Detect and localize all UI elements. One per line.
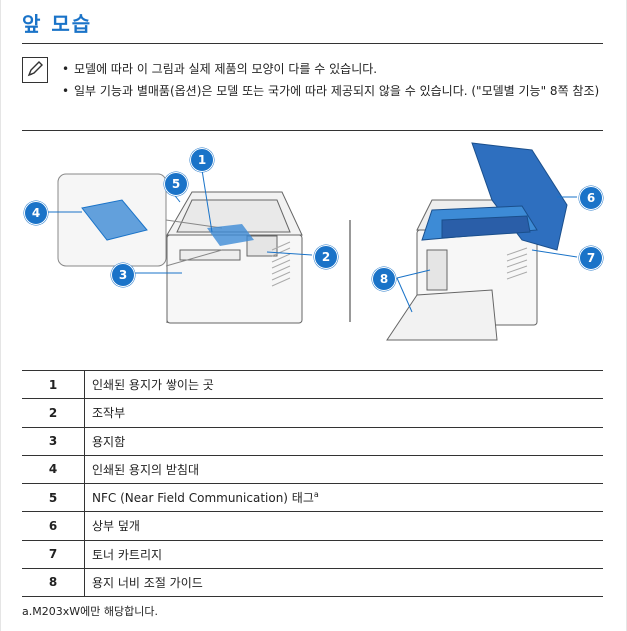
parts-legend-table: 1 인쇄된 용지가 쌓이는 곳 2 조작부 3 용지함 4 인쇄된 용지의 받침…: [22, 369, 603, 598]
table-row: 1 인쇄된 용지가 쌓이는 곳: [22, 369, 603, 400]
note-item: 일부 기능과 별매품(옵션)은 모델 또는 국가에 따라 제공되지 않을 수 있…: [60, 83, 605, 99]
footnote: a.M203xW에만 해당합니다.: [22, 605, 158, 618]
legend-number: 2: [22, 398, 85, 428]
callout-6: 6: [579, 186, 603, 210]
page-title: 앞 모습: [22, 12, 93, 36]
printer-illustration: 1 5 4 3 2 6 7 8: [22, 140, 603, 360]
callout-4: 4: [24, 201, 48, 225]
legend-number: 7: [22, 540, 85, 569]
table-row: 6 상부 덮개: [22, 511, 603, 541]
callout-2: 2: [314, 245, 338, 269]
callout-7: 7: [579, 246, 603, 270]
legend-description: 용지 너비 조절 가이드: [84, 568, 603, 598]
note-item: 모델에 따라 이 그림과 실제 제품의 모양이 다를 수 있습니다.: [60, 61, 605, 77]
legend-description: 용지함: [84, 427, 603, 456]
legend-description: 인쇄된 용지가 쌓이는 곳: [84, 369, 603, 400]
legend-description: NFC (Near Field Communication) 태그a: [84, 483, 603, 513]
printer-drawing: [48, 142, 578, 341]
legend-number: 3: [22, 427, 85, 456]
legend-description: 조작부: [84, 398, 603, 428]
table-row: 4 인쇄된 용지의 받침대: [22, 455, 603, 485]
callout-5: 5: [164, 172, 188, 196]
table-row: 7 토너 카트리지: [22, 540, 603, 569]
legend-number: 1: [22, 369, 85, 400]
legend-number: 6: [22, 511, 85, 541]
notes-rule: [22, 130, 603, 131]
pencil-note-icon: [22, 57, 48, 83]
table-row: 3 용지함: [22, 427, 603, 456]
legend-number: 5: [22, 483, 85, 513]
legend-description: 토너 카트리지: [84, 540, 603, 569]
title-rule: [22, 43, 603, 44]
legend-number: 4: [22, 455, 85, 485]
callout-8: 8: [372, 267, 396, 291]
footnote-marker: a: [313, 490, 319, 500]
table-row: 8 용지 너비 조절 가이드: [22, 568, 603, 598]
notes-list: 모델에 따라 이 그림과 실제 제품의 모양이 다를 수 있습니다. 일부 기능…: [60, 61, 605, 105]
legend-description: 인쇄된 용지의 받침대: [84, 455, 603, 485]
legend-description: 상부 덮개: [84, 511, 603, 541]
legend-number: 8: [22, 568, 85, 598]
table-row: 5 NFC (Near Field Communication) 태그a: [22, 483, 603, 513]
callout-1: 1: [190, 148, 214, 172]
callout-3: 3: [111, 263, 135, 287]
table-row: 2 조작부: [22, 398, 603, 428]
